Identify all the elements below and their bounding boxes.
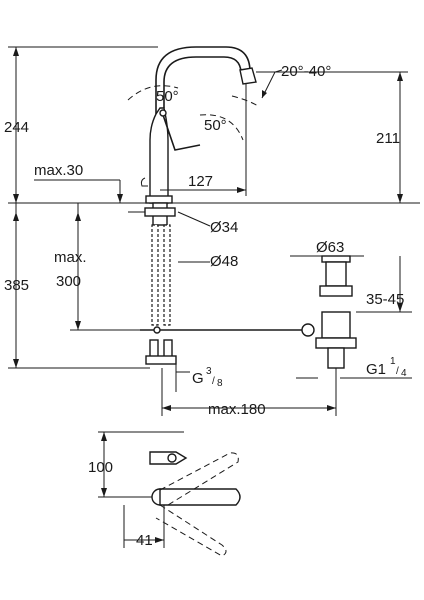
dim-spout-height: 211 xyxy=(376,130,400,147)
arrow-head xyxy=(13,194,19,203)
arrow-head xyxy=(101,488,107,497)
dim-spout-reach: 127 xyxy=(188,173,213,190)
lever-arc-top xyxy=(127,85,179,101)
arrow-head xyxy=(397,303,403,312)
plan-lever-swing-up xyxy=(159,452,239,506)
arrow-head xyxy=(397,194,403,203)
arrow-head xyxy=(75,212,81,221)
dim-total-height: 244 xyxy=(4,119,29,136)
arrow-head xyxy=(101,432,107,441)
arrow-head xyxy=(397,72,403,81)
plan-lever xyxy=(159,488,241,506)
hose-hot xyxy=(163,224,171,326)
arrow-head xyxy=(327,405,336,411)
dim-plan-offset: 41 xyxy=(136,532,153,549)
arrow-head xyxy=(75,321,81,330)
arrow-head xyxy=(13,359,19,368)
spout-outlet xyxy=(239,67,257,85)
dim-swivel-range: 20°-40° xyxy=(281,63,331,80)
dim-waste-adjust: 35-45 xyxy=(366,291,404,308)
waste-tail xyxy=(327,347,345,369)
dim-base-diameter: Ø48 xyxy=(210,253,238,270)
dim-waste-thread-num: 1 xyxy=(390,356,396,367)
swivel-arc xyxy=(231,95,259,107)
angle-valve-base xyxy=(145,355,177,365)
dim-lever-angle-top: 50° xyxy=(156,88,179,105)
lever-pivot xyxy=(159,109,167,117)
hose-fitting-left xyxy=(149,339,159,359)
waste-nut-lower xyxy=(315,337,357,349)
spout-inner xyxy=(163,56,242,108)
dim-waste-thread-den: 4 xyxy=(401,368,407,379)
lever-handle xyxy=(161,111,201,151)
faucet-plan-view: 100 41 xyxy=(88,431,241,557)
dim-waste-diameter: Ø63 xyxy=(316,239,344,256)
lever-arc-side xyxy=(199,114,244,141)
arrow-head xyxy=(13,212,19,221)
dim-connection-den: 8 xyxy=(217,378,223,389)
plan-spout-outlet xyxy=(167,453,177,463)
dim-hose-length: 385 xyxy=(4,277,29,294)
hose-cold xyxy=(151,224,159,326)
dim-deck-thickness: max.30 xyxy=(34,162,83,179)
faucet-elevation: 244 211 50° 50° 20°-40° max.30 127 xyxy=(4,46,420,204)
dim-hole-diameter: Ø34 xyxy=(210,219,238,236)
dim-max-reach: max.180 xyxy=(208,401,266,418)
mounting-nut xyxy=(144,207,176,217)
waste-flange xyxy=(321,255,351,263)
dim-plan-depth: 100 xyxy=(88,459,113,476)
dim-lever-angle-side: 50° xyxy=(204,117,227,134)
faucet-base xyxy=(145,195,173,204)
arrow-head xyxy=(13,47,19,56)
swivel-arrow xyxy=(262,90,267,98)
dim-connection-num: 3 xyxy=(206,366,212,377)
dim-waste-thread: G1 xyxy=(366,361,386,378)
installation-section: Ø34 Ø48 385 max. 300 G 3 / 8 xyxy=(4,202,310,392)
spout-outer xyxy=(155,46,251,114)
dim-connection-slash: / xyxy=(212,376,215,387)
plan-lever-swing-down xyxy=(155,504,227,557)
dim-connection-label: G xyxy=(192,370,204,387)
dim-waste-thread-slash: / xyxy=(396,366,399,377)
arrow-head xyxy=(162,405,171,411)
waste-housing xyxy=(321,311,351,339)
waste-body-upper xyxy=(325,261,347,287)
arrow-head xyxy=(117,194,123,203)
dim-max-depth-label: max. xyxy=(54,249,87,266)
hose-fitting-right xyxy=(163,339,173,359)
faucet-body xyxy=(149,107,169,204)
waste-nut-upper xyxy=(319,285,353,297)
rod-clip xyxy=(153,326,161,334)
waste-assembly: Ø63 35-45 G1 1 / 4 max.180 xyxy=(161,239,412,418)
leader-hole xyxy=(177,211,211,227)
dim-max-depth-value: 300 xyxy=(56,273,81,290)
waste-rod-pivot xyxy=(301,323,315,337)
popup-rod-knob xyxy=(140,177,148,187)
arrow-head xyxy=(155,537,164,543)
arrow-head xyxy=(237,187,246,193)
